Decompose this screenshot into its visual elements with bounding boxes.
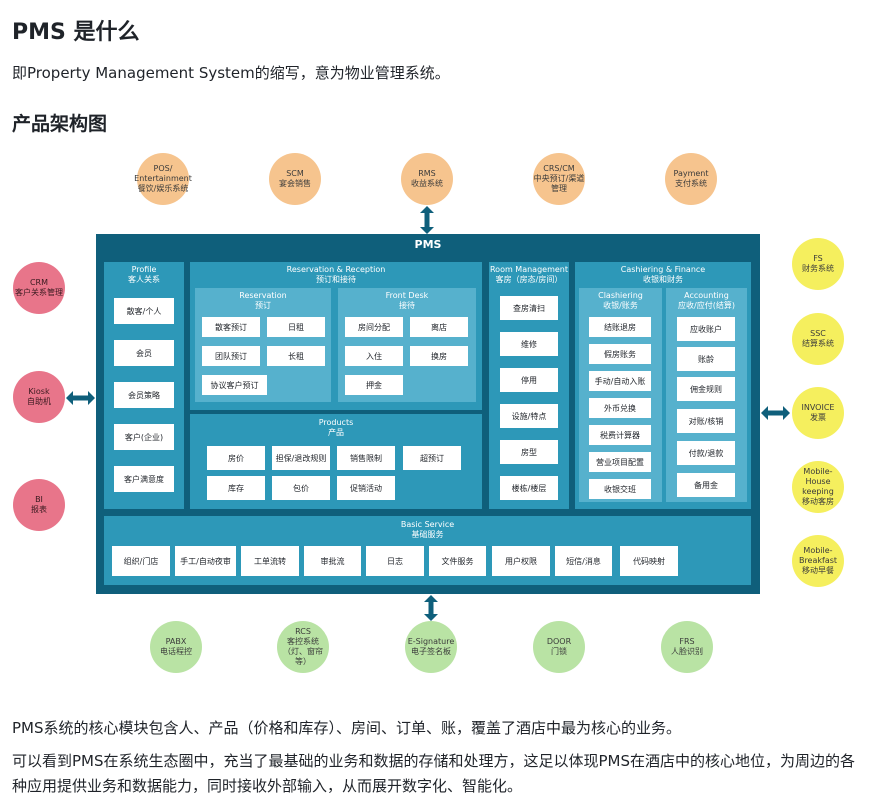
room-management-item: 停用 bbox=[500, 368, 558, 392]
reservation-item: 协议客户预订 bbox=[202, 375, 267, 395]
system-ssc: SSC 结算系统 bbox=[792, 313, 844, 365]
reservation-reception-title: Reservation & Reception 预订和接待 bbox=[286, 265, 386, 284]
system-door: DOOR 门锁 bbox=[533, 621, 585, 673]
system-pos: POS/ Entertainment 餐饮/娱乐系统 bbox=[134, 153, 192, 205]
reservation-item: 团队预订 bbox=[202, 346, 260, 366]
panel-cashiering-finance: Cashiering & Finance 收银和财务 Clashiering 收… bbox=[575, 262, 751, 509]
products-item: 销售限制 bbox=[337, 446, 395, 470]
system-mobile-breakfast: Mobile- Breakfast 移动早餐 bbox=[792, 535, 844, 587]
accounting-item: 备用金 bbox=[677, 473, 735, 497]
room-management-item: 设施/特点 bbox=[500, 404, 558, 428]
basic-service-item: 工单流转 bbox=[241, 546, 299, 576]
basic-service-item: 代码映射 bbox=[620, 546, 678, 576]
basic-service-item: 文件服务 bbox=[429, 546, 486, 576]
basic-service-title: Basic Service 基础服务 bbox=[400, 520, 455, 539]
arrow-bottom-icon bbox=[424, 595, 438, 621]
accounting-item: 应收账户 bbox=[677, 317, 735, 341]
products-title: Products 产品 bbox=[318, 418, 354, 437]
room-management-item: 维修 bbox=[500, 332, 558, 356]
front-desk-item: 房间分配 bbox=[345, 317, 403, 337]
profile-item: 散客/个人 bbox=[114, 298, 174, 324]
reservation-item: 长租 bbox=[267, 346, 325, 366]
accounting-item: 付款/退款 bbox=[677, 441, 735, 465]
cashiering-item: 收银交班 bbox=[589, 479, 651, 499]
room-management-item: 查房清扫 bbox=[500, 296, 558, 320]
front-desk-item: 离店 bbox=[410, 317, 468, 337]
panel-reservation-reception: Reservation & Reception 预订和接待 Reservatio… bbox=[190, 262, 482, 410]
system-payment: Payment 支付系统 bbox=[665, 153, 717, 205]
panel-profile: Profile 客人关系 散客/个人 会员 会员策略 客户(企业) 客户满意度 bbox=[104, 262, 184, 509]
pms-title: PMS bbox=[414, 238, 442, 251]
system-bi: BI 报表 bbox=[13, 479, 65, 531]
cashiering-item: 手动/自动入账 bbox=[589, 371, 651, 391]
profile-item: 会员策略 bbox=[114, 382, 174, 408]
accounting-title: Accounting 应收/应付(结算) bbox=[678, 291, 735, 310]
front-desk-item: 换房 bbox=[410, 346, 468, 366]
products-item: 库存 bbox=[207, 476, 265, 500]
system-esignature: E-Signature 电子签名板 bbox=[405, 621, 457, 673]
system-rms: RMS 收益系统 bbox=[401, 153, 453, 205]
cashiering-item: 假房账务 bbox=[589, 344, 651, 364]
panel-room-management: Room Management 客房（房态/房间） 查房清扫 维修 停用 设施/… bbox=[489, 262, 569, 509]
subpanel-reservation: Reservation 预订 散客预订 日租 团队预订 长租 协议客户预订 bbox=[195, 288, 331, 402]
cashiering-item: 税费计算器 bbox=[589, 425, 651, 445]
cashiering-item: 结账退房 bbox=[589, 317, 651, 337]
system-frs: FRS 人脸识别 bbox=[661, 621, 713, 673]
basic-service-item: 审批流 bbox=[304, 546, 361, 576]
panel-products: Products 产品 房价 担保/退改规则 销售限制 超预订 库存 包价 促销… bbox=[190, 414, 482, 509]
front-desk-item: 押金 bbox=[345, 375, 403, 395]
cashiering-item: 营业项目配置 bbox=[589, 452, 651, 472]
room-management-title: Room Management 客房（房态/房间） bbox=[489, 265, 569, 284]
front-desk-title: Front Desk 接待 bbox=[385, 291, 429, 310]
reservation-item: 散客预订 bbox=[202, 317, 260, 337]
system-rcs: RCS 客控系统 （灯、窗帘 等） bbox=[277, 621, 329, 673]
subpanel-accounting: Accounting 应收/应付(结算) 应收账户 账龄 佣金规则 对账/核销 … bbox=[666, 288, 747, 502]
page-title: PMS 是什么 bbox=[12, 20, 140, 45]
panel-basic-service: Basic Service 基础服务 组织/门店 手工/自动夜审 工单流转 审批… bbox=[104, 516, 751, 585]
system-fs: FS 财务系统 bbox=[792, 238, 844, 290]
system-crs: CRS/CM 中央预订/渠道 管理 bbox=[533, 153, 585, 205]
subpanel-front-desk: Front Desk 接待 房间分配 离店 入住 换房 押金 bbox=[338, 288, 476, 402]
profile-item: 客户满意度 bbox=[114, 466, 174, 492]
products-item: 包价 bbox=[272, 476, 330, 500]
profile-item: 会员 bbox=[114, 340, 174, 366]
profile-item: 客户(企业) bbox=[114, 424, 174, 450]
system-pabx: PABX 电话程控 bbox=[150, 621, 202, 673]
front-desk-item: 入住 bbox=[345, 346, 403, 366]
basic-service-item: 短信/消息 bbox=[555, 546, 612, 576]
profile-title: Profile 客人关系 bbox=[128, 265, 160, 284]
arrow-top-icon bbox=[420, 206, 434, 234]
room-management-item: 房型 bbox=[500, 440, 558, 464]
system-invoice: INVOICE 发票 bbox=[792, 387, 844, 439]
arrow-left-icon bbox=[66, 391, 95, 405]
basic-service-item: 日志 bbox=[366, 546, 424, 576]
basic-service-item: 手工/自动夜审 bbox=[175, 546, 236, 576]
subpanel-cashiering: Clashiering 收银/账务 结账退房 假房账务 手动/自动入账 外币兑换… bbox=[579, 288, 662, 502]
products-item: 担保/退改规则 bbox=[272, 446, 330, 470]
paragraph-ecosystem: 可以看到PMS在系统生态圈中，充当了最基础的业务和数据的存储和处理方，这足以体现… bbox=[12, 752, 856, 795]
system-kiosk: Kiosk 自助机 bbox=[13, 371, 65, 423]
intro-text: 即Property Management System的缩写，意为物业管理系统。 bbox=[12, 64, 450, 82]
accounting-item: 佣金规则 bbox=[677, 377, 735, 401]
system-scm: SCM 宴会销售 bbox=[269, 153, 321, 205]
cashiering-item: 外币兑换 bbox=[589, 398, 651, 418]
products-item: 促销活动 bbox=[337, 476, 395, 500]
products-item: 房价 bbox=[207, 446, 265, 470]
system-crm: CRM 客户关系管理 bbox=[13, 262, 65, 314]
section-title: 产品架构图 bbox=[12, 113, 108, 135]
paragraph-core-modules: PMS系统的核心模块包含人、产品（价格和库存）、房间、订单、账，覆盖了酒店中最为… bbox=[12, 719, 682, 737]
accounting-item: 账龄 bbox=[677, 347, 735, 371]
room-management-item: 楼栋/楼层 bbox=[500, 476, 558, 500]
system-mobile-housekeeping: Mobile- House keeping 移动客房 bbox=[792, 461, 844, 513]
cashiering-title: Clashiering 收银/账务 bbox=[598, 291, 643, 310]
reservation-title: Reservation 预订 bbox=[239, 291, 287, 310]
basic-service-item: 用户权限 bbox=[492, 546, 550, 576]
accounting-item: 对账/核销 bbox=[677, 409, 735, 433]
cashiering-finance-title: Cashiering & Finance 收银和财务 bbox=[620, 265, 706, 284]
basic-service-item: 组织/门店 bbox=[112, 546, 170, 576]
reservation-item: 日租 bbox=[267, 317, 325, 337]
products-item: 超预订 bbox=[403, 446, 461, 470]
arrow-right-icon bbox=[761, 406, 790, 420]
